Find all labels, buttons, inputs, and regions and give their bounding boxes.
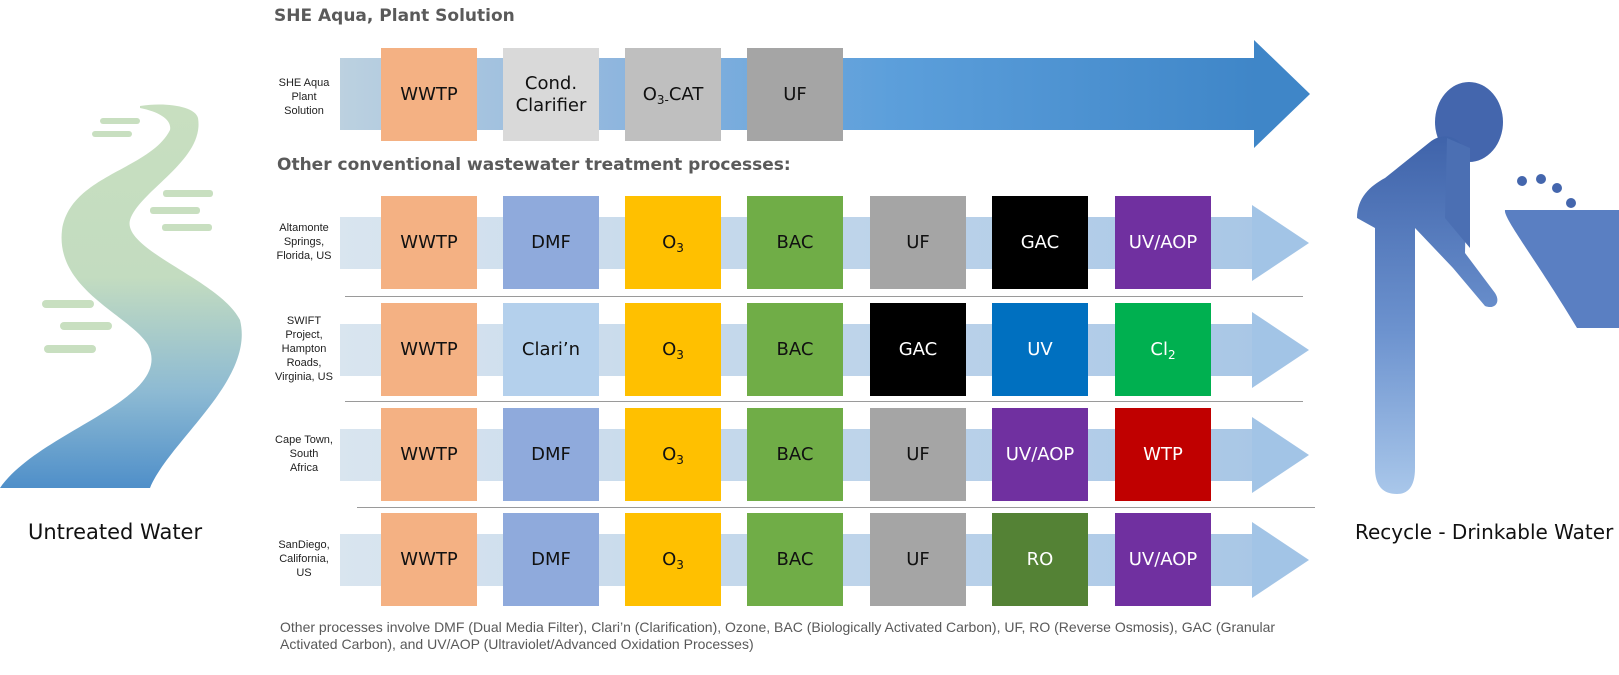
flow-arrow-head bbox=[1252, 522, 1309, 598]
process-step-box: GAC bbox=[992, 196, 1088, 289]
process-step-box: UV bbox=[992, 303, 1088, 396]
river-icon bbox=[0, 104, 242, 488]
row-location-label: SanDiego,California,US bbox=[278, 539, 330, 579]
flow-arrow-head bbox=[1252, 312, 1309, 388]
process-step-box: UV/AOP bbox=[992, 408, 1088, 501]
process-step-box: Clari’n bbox=[503, 303, 599, 396]
process-step-box: DMF bbox=[503, 408, 599, 501]
process-step-box: WWTP bbox=[381, 303, 477, 396]
process-step-box: UF bbox=[870, 513, 966, 606]
process-step-box: GAC bbox=[870, 303, 966, 396]
process-step-box: WWTP bbox=[381, 408, 477, 501]
process-step-box: BAC bbox=[747, 513, 843, 606]
process-step-box: WWTP bbox=[381, 513, 477, 606]
row-divider bbox=[345, 401, 1303, 402]
main-step-cond-clarifier: Cond. Clarifier bbox=[503, 48, 599, 141]
process-step-box: BAC bbox=[747, 196, 843, 289]
process-step-box: DMF bbox=[503, 196, 599, 289]
process-step-box: UF bbox=[870, 408, 966, 501]
process-step-box: DMF bbox=[503, 513, 599, 606]
process-step-box: O3 bbox=[625, 513, 721, 606]
process-step-box: BAC bbox=[747, 408, 843, 501]
main-step-wwtp: WWTP bbox=[381, 48, 477, 141]
process-step-box: RO bbox=[992, 513, 1088, 606]
process-step-box: O3 bbox=[625, 196, 721, 289]
drinking-fountain-person-icon bbox=[1357, 82, 1619, 494]
main-step-o3-cat: O3-CAT bbox=[625, 48, 721, 141]
title-main: SHE Aqua, Plant Solution bbox=[274, 6, 515, 26]
process-step-box: BAC bbox=[747, 303, 843, 396]
row-divider bbox=[345, 296, 1303, 297]
process-step-box: Cl2 bbox=[1115, 303, 1211, 396]
process-step-box: UV/AOP bbox=[1115, 513, 1211, 606]
main-flow-arrow-head bbox=[1254, 40, 1310, 148]
process-step-box: UV/AOP bbox=[1115, 196, 1211, 289]
process-step-box: O3 bbox=[625, 408, 721, 501]
flow-arrow-head bbox=[1252, 417, 1309, 493]
left-caption: Untreated Water bbox=[28, 520, 203, 544]
process-step-box: WTP bbox=[1115, 408, 1211, 501]
footnote: Other processes involve DMF (Dual Media … bbox=[280, 619, 1276, 652]
main-row-label: SHE Aqua Plant Solution bbox=[278, 77, 330, 117]
process-step-box: WWTP bbox=[381, 196, 477, 289]
main-row: SHE Aqua Plant Solution WWTP Cond. Clari… bbox=[0, 0, 1619, 150]
main-step-uf: UF bbox=[747, 48, 843, 141]
process-step-box: UF bbox=[870, 196, 966, 289]
flow-arrow-head bbox=[1252, 205, 1309, 281]
row-divider bbox=[357, 507, 1315, 508]
title-other: Other conventional wastewater treatment … bbox=[277, 155, 791, 175]
process-step-box: O3 bbox=[625, 303, 721, 396]
right-caption: Recycle - Drinkable Water bbox=[1355, 520, 1614, 544]
